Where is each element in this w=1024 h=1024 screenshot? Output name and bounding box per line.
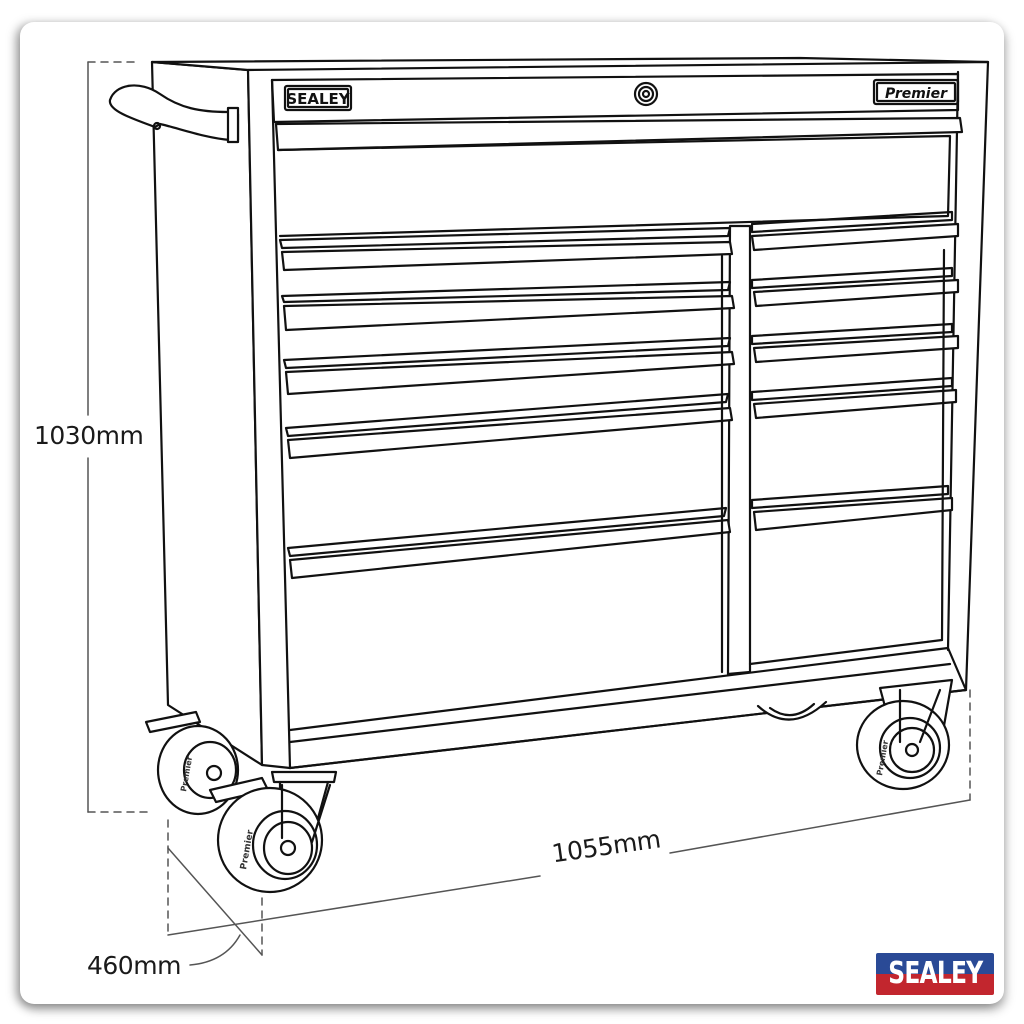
premier-front-badge — [872, 78, 960, 106]
brand-logo-text: SEALEY — [887, 956, 983, 991]
depth-dimension-label: 460mm — [85, 951, 183, 980]
sealey-front-badge — [283, 84, 353, 112]
cabinet-front-frame — [246, 60, 990, 770]
sealey-badge-text: SEALEY — [286, 90, 350, 108]
cabinet-side-panel — [150, 60, 264, 767]
premier-badge-text: Premier — [885, 86, 948, 102]
height-dimension-label: 1030mm — [34, 421, 144, 450]
depth-dimension-line — [167, 847, 263, 966]
width-dimension-line — [167, 799, 971, 936]
cabinet-plinth — [288, 646, 968, 770]
drawer-top-full — [274, 116, 964, 238]
dimension-guides — [87, 61, 971, 956]
side-handle — [108, 84, 240, 142]
right-drawer-handles — [750, 210, 960, 532]
caster-front-left — [208, 770, 338, 894]
top-lock-panel — [270, 72, 960, 124]
lock-icon — [633, 81, 659, 107]
caster-rear-right — [756, 700, 828, 721]
caster-front-right — [855, 678, 954, 791]
centre-divider — [726, 224, 752, 676]
left-drawer-handles — [278, 226, 736, 580]
sealey-brand-logo: SEALEY — [876, 953, 994, 995]
